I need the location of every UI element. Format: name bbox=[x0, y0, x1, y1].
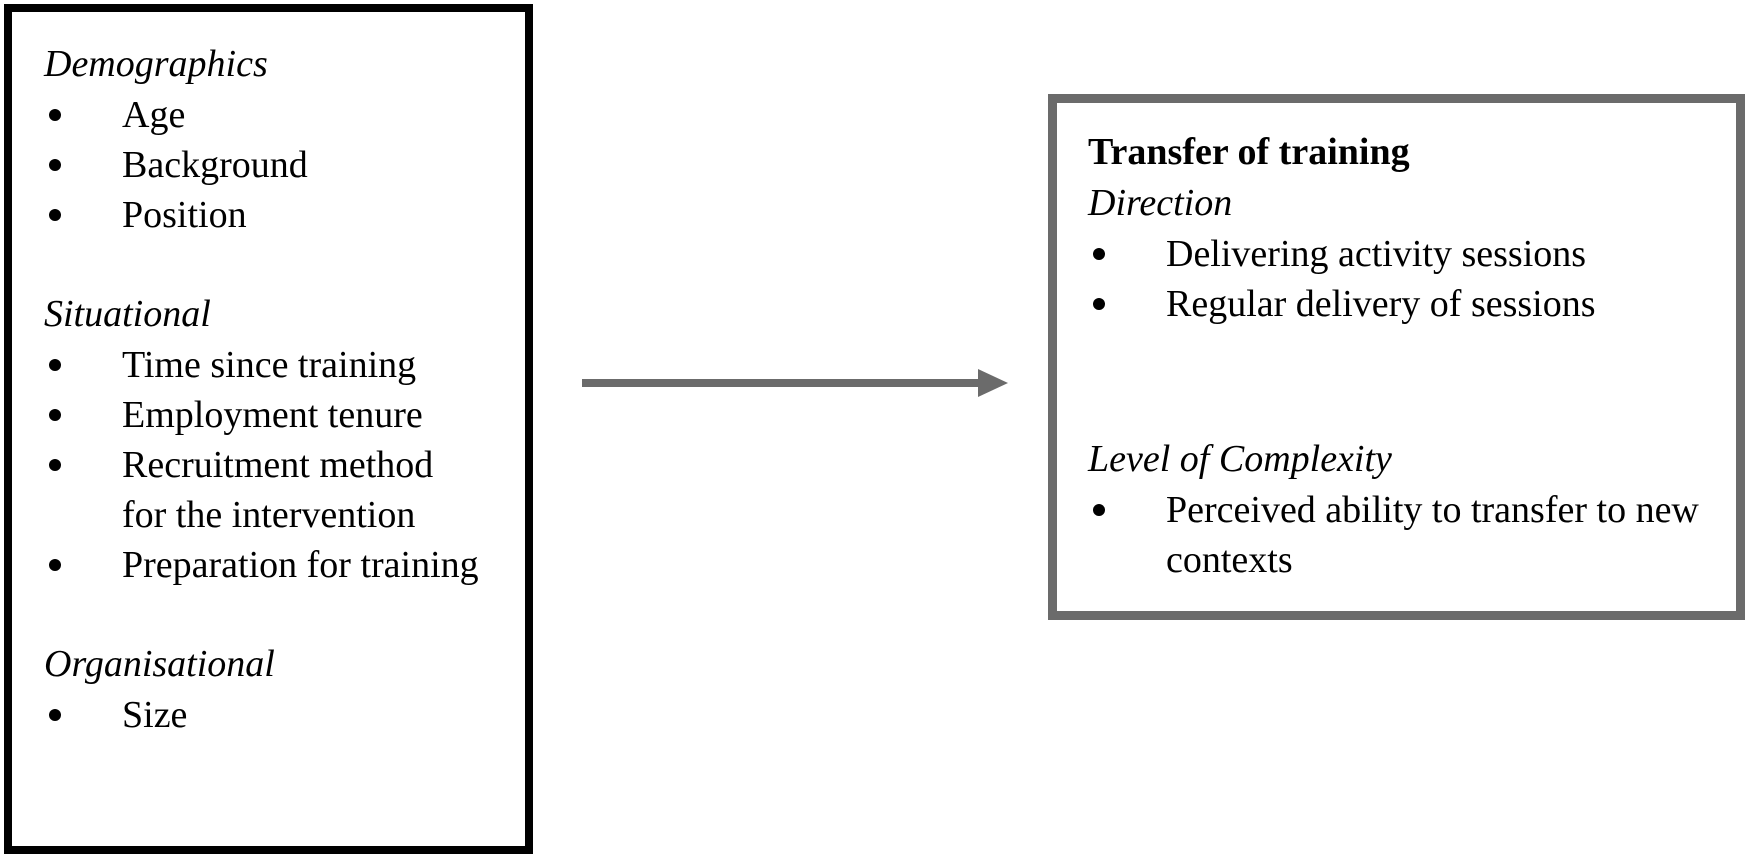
list-item: Background bbox=[44, 140, 525, 190]
bullet-icon bbox=[49, 709, 61, 721]
bullet-icon bbox=[49, 109, 61, 121]
list-item: Time since training bbox=[44, 340, 525, 390]
bullet-icon bbox=[49, 459, 61, 471]
predictors-box: Demographics Age Background Position Sit… bbox=[4, 4, 533, 854]
outcome-title: Transfer of training bbox=[1088, 131, 1410, 173]
list-item: Perceived ability to transfer to new con… bbox=[1088, 485, 1736, 585]
bullet-icon bbox=[49, 359, 61, 371]
list-item-label: Time since training bbox=[122, 344, 417, 386]
direction-list: Delivering activity sessions Regular del… bbox=[1088, 229, 1736, 329]
list-item-label: Recruitment method for the intervention bbox=[122, 444, 434, 536]
bullet-icon bbox=[49, 559, 61, 571]
list-item: Regular delivery of sessions bbox=[1088, 279, 1736, 329]
list-item: Preparation for training bbox=[44, 540, 525, 590]
list-item-label: Age bbox=[122, 94, 186, 136]
bullet-icon bbox=[1093, 298, 1105, 310]
list-item: Position bbox=[44, 190, 525, 240]
bullet-icon bbox=[49, 409, 61, 421]
list-item: Age bbox=[44, 90, 525, 140]
list-item-label: Employment tenure bbox=[122, 394, 423, 436]
list-item: Size bbox=[44, 690, 525, 740]
demographics-heading: Demographics bbox=[44, 43, 268, 85]
complexity-list: Perceived ability to transfer to new con… bbox=[1088, 485, 1736, 585]
organisational-heading: Organisational bbox=[44, 643, 275, 685]
list-item-label: Preparation for training bbox=[122, 544, 479, 586]
list-item-label: Perceived ability to transfer to new con… bbox=[1166, 489, 1699, 581]
list-item-label: Regular delivery of sessions bbox=[1166, 283, 1596, 325]
list-item-label: Delivering activity sessions bbox=[1166, 233, 1587, 275]
bullet-icon bbox=[1093, 504, 1105, 516]
situational-list: Time since training Employment tenure Re… bbox=[44, 340, 525, 590]
demographics-list: Age Background Position bbox=[44, 90, 525, 240]
right-arrow-icon bbox=[582, 369, 1008, 397]
situational-heading: Situational bbox=[44, 293, 211, 335]
complexity-heading: Level of Complexity bbox=[1088, 438, 1392, 480]
bullet-icon bbox=[49, 209, 61, 221]
outcome-box: Transfer of training Direction Deliverin… bbox=[1048, 94, 1745, 620]
list-item: Employment tenure bbox=[44, 390, 525, 440]
list-item: Delivering activity sessions bbox=[1088, 229, 1736, 279]
bullet-icon bbox=[49, 159, 61, 171]
list-item: Recruitment method for the intervention bbox=[44, 440, 525, 540]
direction-heading: Direction bbox=[1088, 182, 1233, 224]
list-item-label: Size bbox=[122, 694, 188, 736]
bullet-icon bbox=[1093, 248, 1105, 260]
organisational-list: Size bbox=[44, 690, 525, 740]
list-item-label: Position bbox=[122, 194, 247, 236]
list-item-label: Background bbox=[122, 144, 308, 186]
